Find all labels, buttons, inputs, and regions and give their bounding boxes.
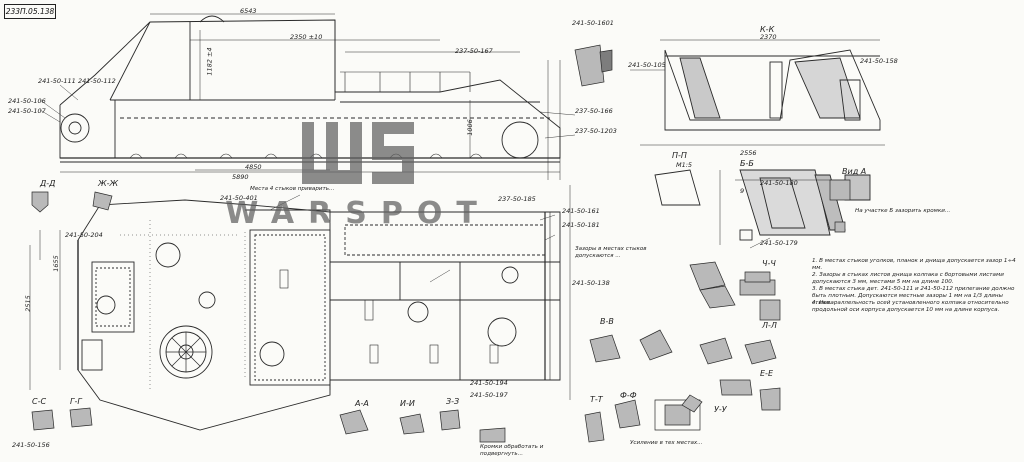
part-callout: 241-50-181 [562, 221, 600, 229]
section-label: Ф-Ф [620, 391, 637, 400]
note-1: 1. В местах стыков уголков, планок и дни… [812, 258, 1016, 272]
annotation: Кромки обработать и подвергнуть... [480, 444, 544, 458]
watermark-wordmark: WARSPOT [225, 196, 491, 231]
part-callout: 241-50-204 [65, 231, 103, 239]
section-label: А-А [355, 399, 369, 408]
part-callout: 241-50-158 [860, 57, 898, 65]
annotation: Места 4 стыков приварить... [250, 186, 335, 192]
part-callout: 241-50-180 [760, 179, 798, 187]
section-label: Т-Т [590, 395, 603, 404]
note-2: 2. Зазоры в стыках листов днища колпака … [812, 272, 1004, 286]
annotation: Зазоры в местах стыков допускаются ... [575, 246, 647, 260]
part-callout: 241-50-111 [38, 77, 76, 85]
dim-label: 5890 [232, 173, 249, 181]
view-label: Вид А [842, 167, 867, 176]
section-label: К-К [760, 25, 775, 34]
watermark-monogram [302, 122, 414, 184]
section-label: С-С [32, 397, 47, 406]
section-pp-view [654, 169, 871, 245]
part-callout: 241-50-112 [78, 77, 116, 85]
note-4: 4. Непараллельность осей установленного … [812, 300, 1009, 314]
dim-label: 4850 [245, 163, 262, 171]
dim-label: 1655 [51, 255, 60, 272]
part-callout: 241-50-161 [562, 207, 600, 215]
section-label: Ч-Ч [762, 259, 776, 268]
part-callout: 241-50-401 [220, 194, 258, 202]
watermark: WARSPOT [208, 118, 508, 231]
section-label: Б-Б [740, 159, 754, 168]
section-label: З-З [446, 397, 460, 406]
annotation: На участке Б зазорить кромки... [855, 208, 951, 214]
section-kk-view [640, 39, 885, 146]
dim-label: 1182 ±4 [205, 47, 214, 76]
part-callout: 237-50-185 [498, 195, 536, 203]
dim-label: 9 [740, 187, 745, 195]
part-callout: 241-50-107 [8, 107, 46, 115]
dim-label: 2556 [740, 149, 757, 157]
section-label: Ж-Ж [98, 179, 119, 188]
note-3: 3. В местах стыка дет. 241-50-111 и 241-… [812, 286, 1015, 307]
scale-label: М1:5 [676, 161, 693, 169]
part-callout: 241-50-1601 [572, 19, 614, 27]
part-callout: 241-50-194 [470, 379, 508, 387]
part-callout: 241-50-138 [572, 279, 610, 287]
section-label: П-П [672, 151, 687, 160]
annotation: Усиление в тех местах... [630, 440, 703, 446]
part-callout: 237-50-166 [575, 107, 613, 115]
dim-label: 237-50-167 [455, 47, 493, 55]
section-label: Л-Л [762, 321, 777, 330]
drawing-number-stamp: 233П.05.138 [4, 4, 56, 19]
part-callout: 241-50-197 [470, 391, 508, 399]
part-callout: 237-50-1203 [575, 127, 617, 135]
section-label: Г-Г [70, 397, 82, 406]
detail-sections [31, 44, 851, 443]
section-label: Д-Д [40, 179, 56, 188]
part-callout: 241-50-156 [12, 441, 50, 449]
section-label: И-И [400, 399, 415, 408]
section-label: Е-Е [760, 369, 773, 378]
dim-label: 2515 [23, 295, 32, 312]
part-callout: 241-50-106 [8, 97, 46, 105]
part-callout: 241-50-105 [628, 61, 666, 69]
dim-label: 6543 [240, 7, 257, 15]
section-label: У-У [714, 405, 727, 414]
section-label: В-В [600, 317, 614, 326]
part-callout: 241-50-179 [760, 239, 798, 247]
dim-label: 2370 [760, 33, 777, 41]
dim-label: 2350 ±10 [290, 33, 323, 41]
